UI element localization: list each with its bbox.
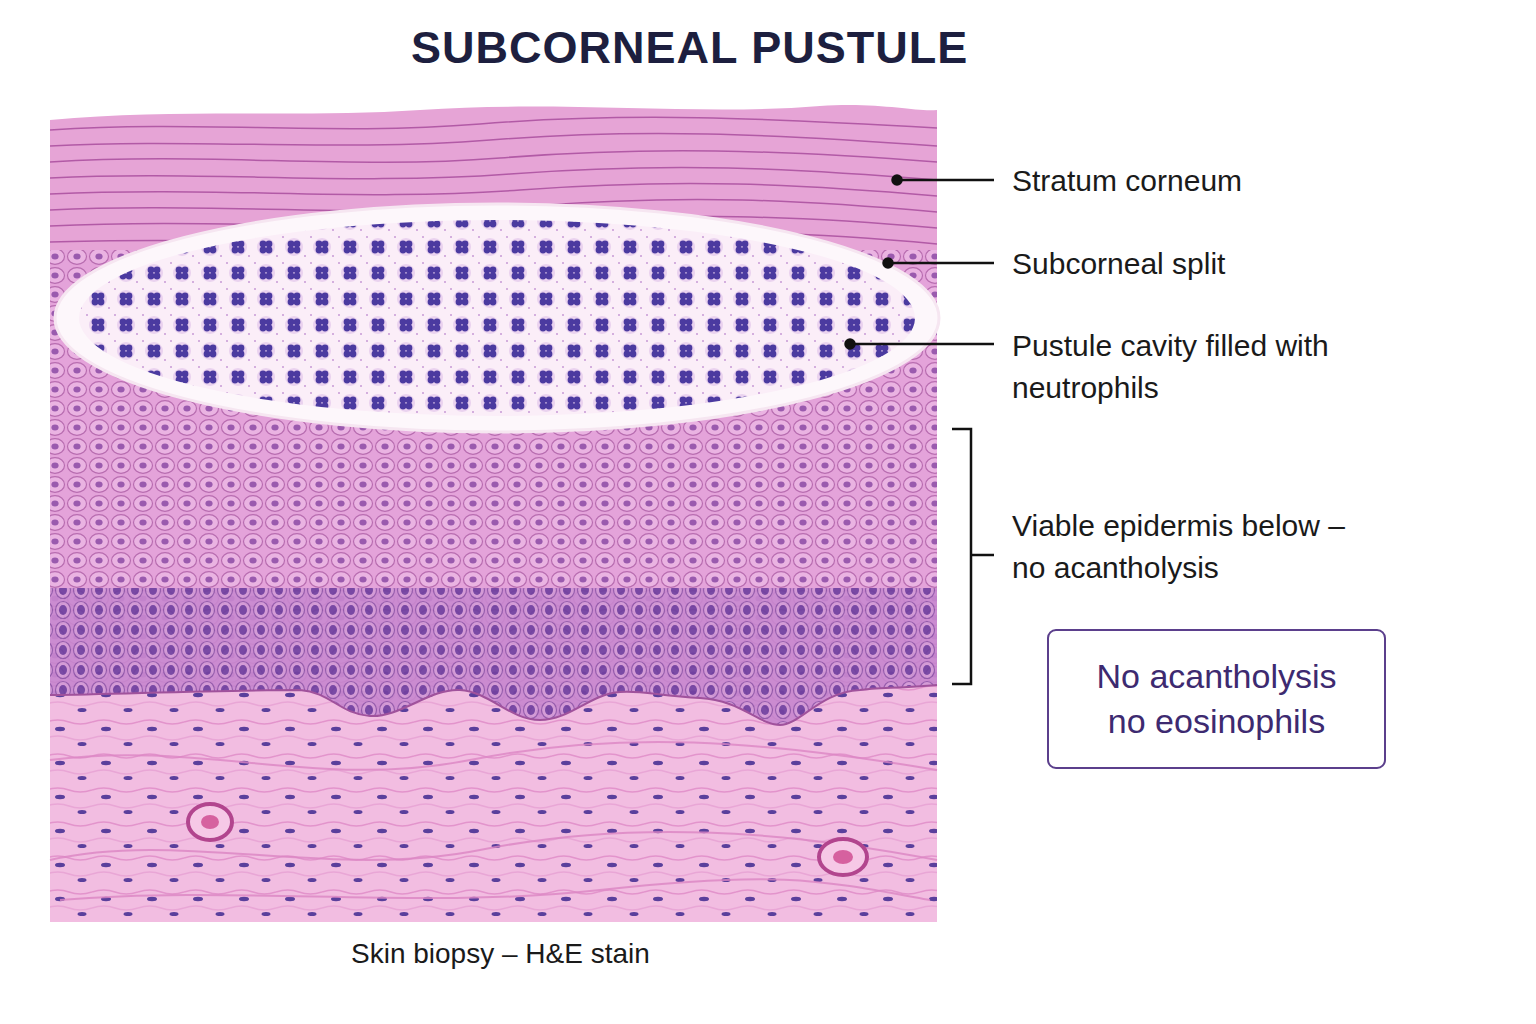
leader-line: [846, 176, 995, 349]
bracket: [952, 429, 994, 684]
callout-label: Viable epidermis below – no acantholysis: [1012, 505, 1367, 589]
callout-label: Stratum corneum: [1012, 160, 1412, 202]
callout-label: Subcorneal split: [1012, 243, 1412, 285]
note-text: No acantholysis no eosinophils: [1077, 654, 1357, 744]
caption: Skin biopsy – H&E stain: [351, 938, 650, 970]
callout-label: Pustule cavity filled with neutrophils: [1012, 325, 1357, 409]
subcorneal-split: [55, 204, 939, 432]
dermal-fibers: [50, 742, 937, 900]
blood-vessel: [188, 804, 867, 875]
note-box: No acantholysis no eosinophils: [1047, 629, 1386, 769]
neutrophil-cluster: [79, 220, 915, 416]
basement-membrane: [50, 685, 937, 725]
title: SUBCORNEAL PUSTULE: [411, 22, 968, 74]
